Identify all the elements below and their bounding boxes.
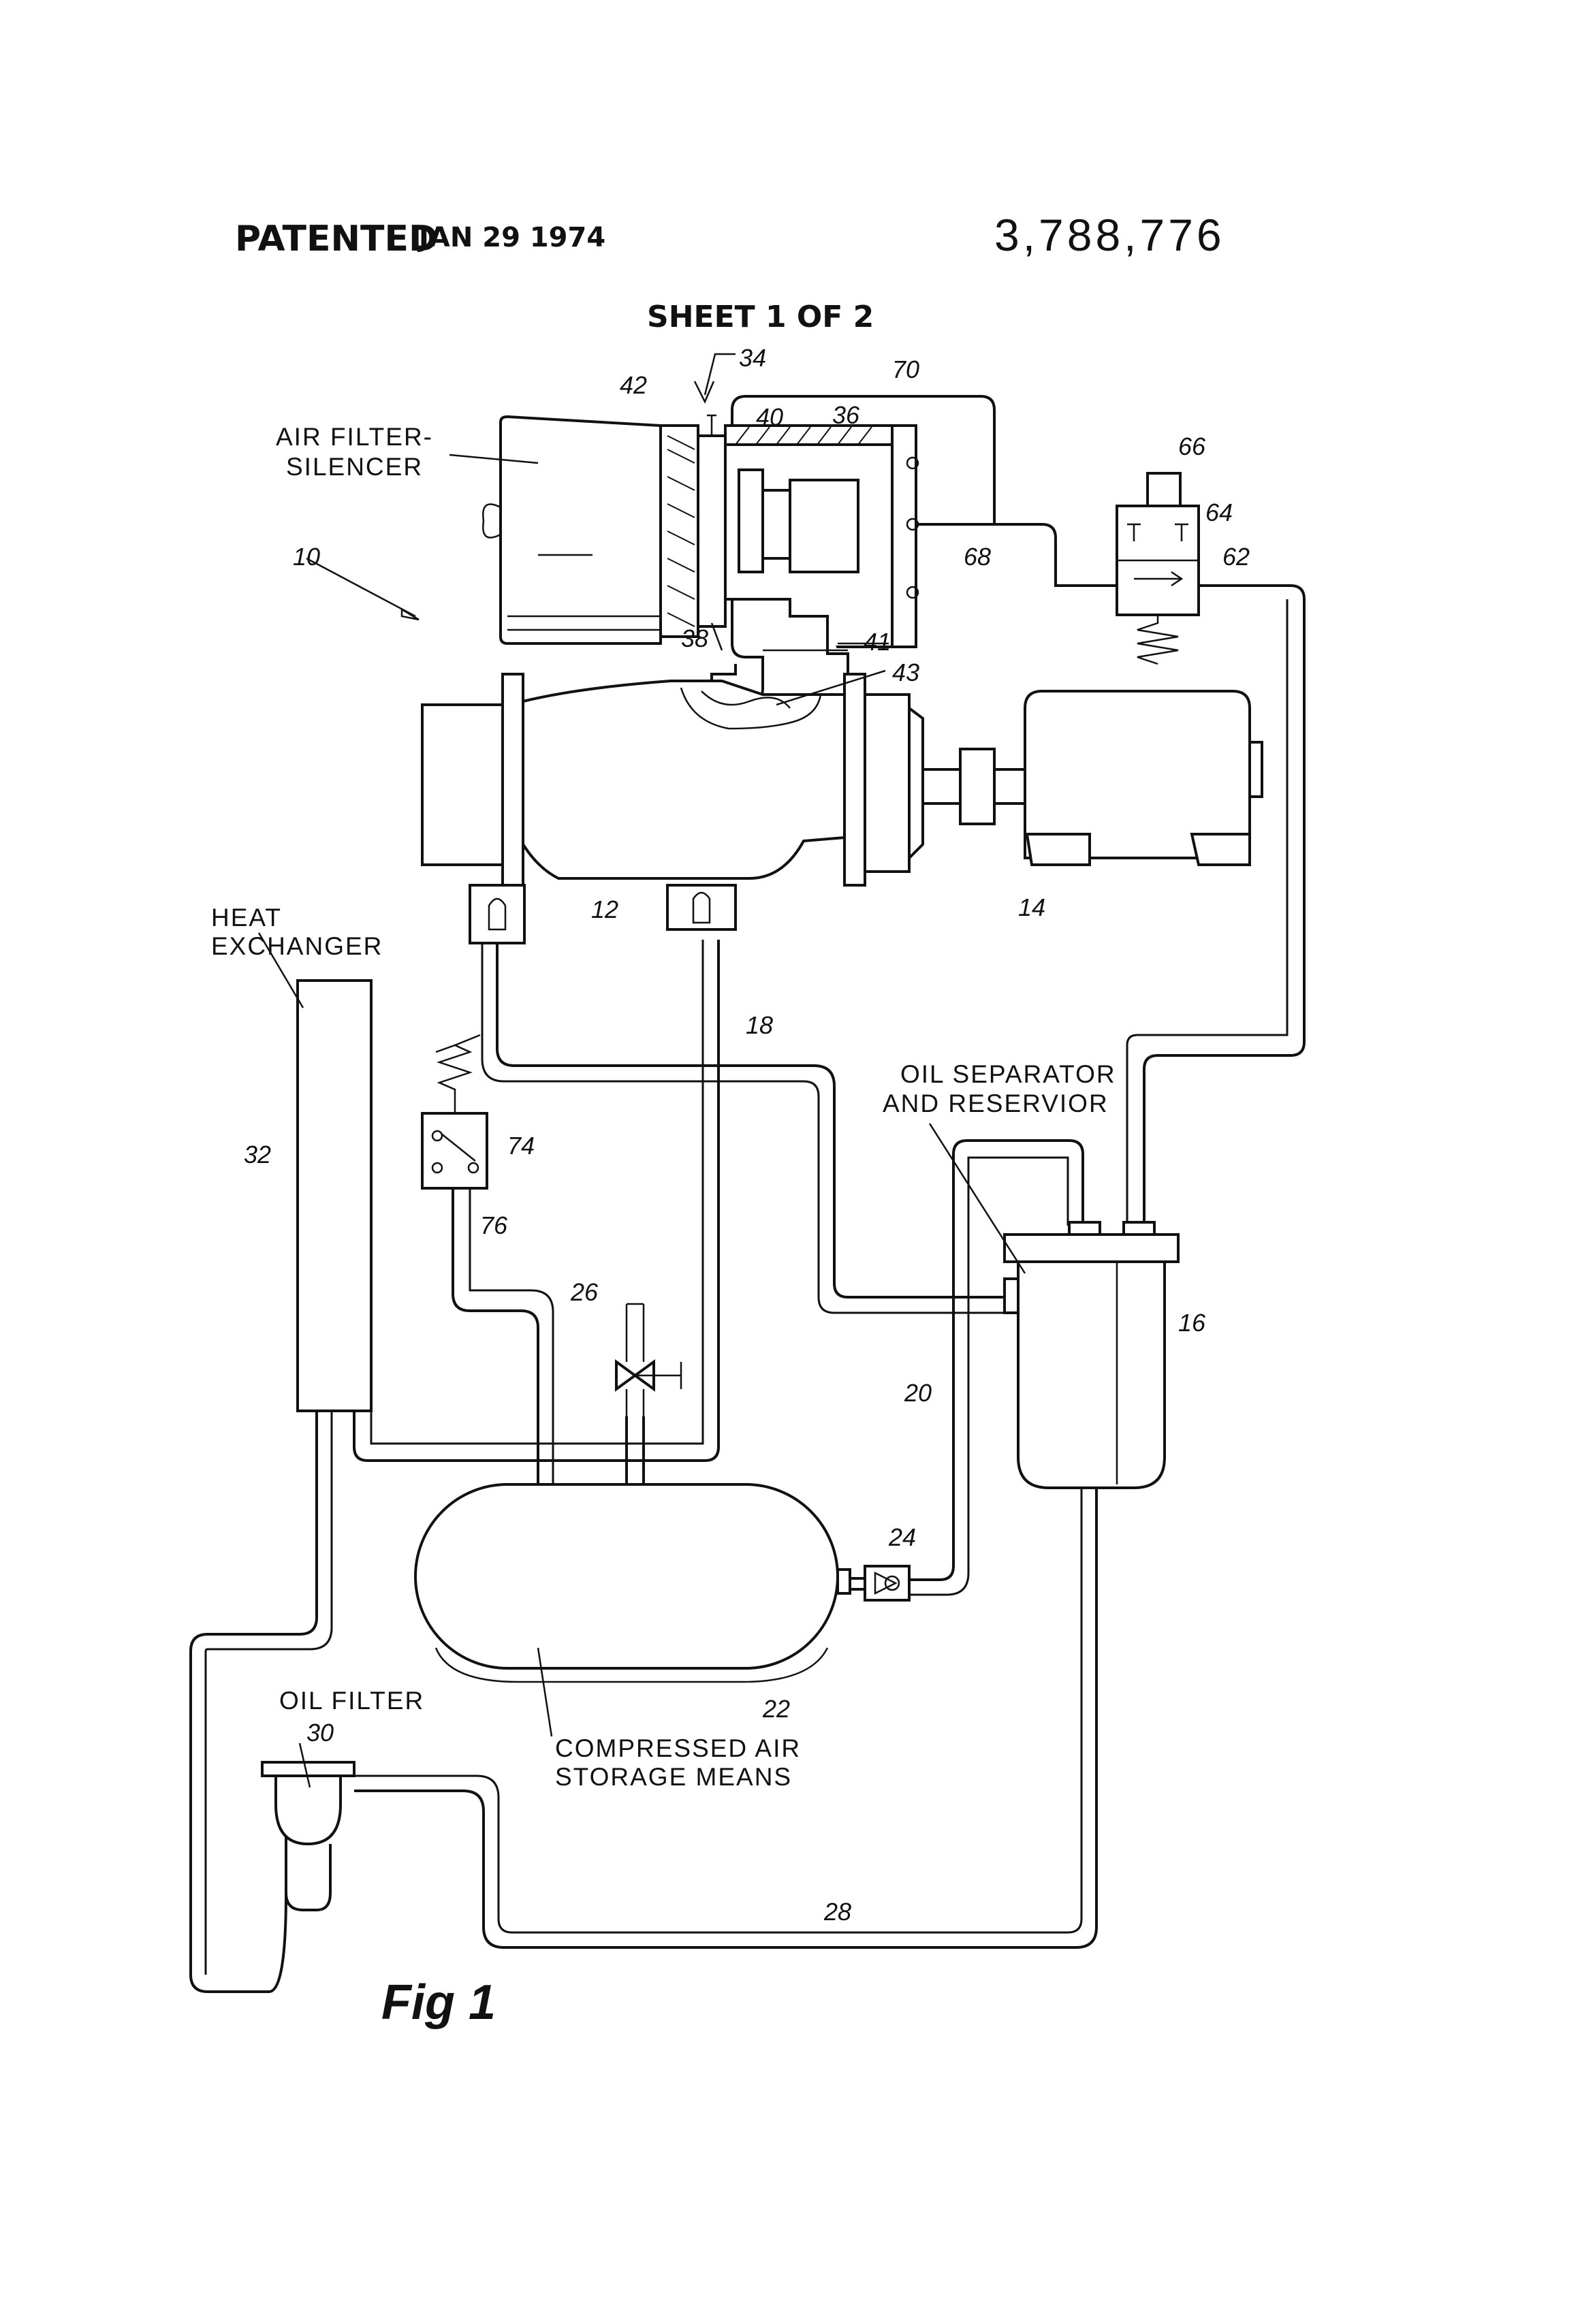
- line-18: [496, 940, 1011, 1299]
- piping: [189, 395, 1306, 1993]
- ref-68: 68: [964, 543, 991, 571]
- text-labels: AIR FILTER- SILENCER HEAT EXCHANGER OIL …: [211, 423, 1116, 1791]
- ref-14: 14: [1018, 893, 1045, 921]
- label-storage-1: COMPRESSED AIR: [555, 1734, 801, 1762]
- reference-numerals: 10 12 14 16 18 20 22 24 26 28 30 32 34 3…: [244, 344, 1250, 1926]
- air-filter-silencer: [449, 415, 662, 645]
- ref-30: 30: [306, 1719, 334, 1747]
- line-26-riser: [625, 1416, 645, 1484]
- leader-34: [704, 353, 736, 396]
- ref-18: 18: [746, 1011, 773, 1039]
- label-oil-separator-1: OIL SEPARATOR: [900, 1060, 1116, 1088]
- ref-64: 64: [1205, 498, 1233, 526]
- line-18-inner: [481, 940, 1011, 1314]
- oil-separator-reservoir: [928, 1123, 1180, 1489]
- line-heat-exchanger-return: [353, 940, 720, 1462]
- oil-filter: [261, 1742, 356, 1846]
- line-28-inner: [354, 1488, 1083, 1934]
- ref-74: 74: [507, 1132, 535, 1160]
- line-68: [916, 523, 1117, 587]
- line-28: [354, 1488, 1098, 1949]
- ref-32: 32: [244, 1141, 271, 1168]
- label-heat-exchanger-1: HEAT: [211, 904, 282, 932]
- compressor: [421, 673, 924, 944]
- ref-41: 41: [864, 628, 891, 656]
- line-76: [452, 1188, 539, 1484]
- heat-exchanger: [257, 932, 373, 1412]
- line-heat-exchanger-supply-inner: [204, 1410, 333, 1975]
- ref-66: 66: [1178, 432, 1206, 460]
- line-70: [731, 395, 996, 524]
- label-oil-separator-2: AND RESERVIOR: [883, 1089, 1109, 1117]
- ref-76: 76: [480, 1211, 508, 1239]
- ref-43: 43: [892, 658, 919, 686]
- arrow-34: [693, 381, 715, 404]
- ref-70: 70: [892, 355, 919, 383]
- figure-label: Fig 1: [381, 1975, 496, 2030]
- patented-label: PATENTED: [235, 219, 438, 259]
- label-air-filter-2: SILENCER: [286, 453, 423, 481]
- ref-16: 16: [1178, 1309, 1206, 1337]
- ref-36: 36: [832, 401, 860, 429]
- ref-26: 26: [570, 1278, 599, 1306]
- label-heat-exchanger-2: EXCHANGER: [211, 932, 383, 960]
- ref-12: 12: [591, 895, 618, 923]
- solenoid-valve: [1116, 472, 1200, 665]
- ref-40: 40: [756, 403, 783, 431]
- ref-42: 42: [620, 371, 647, 399]
- ref-20: 20: [904, 1379, 932, 1407]
- compressed-air-storage-tank: [414, 1483, 911, 1737]
- label-oil-filter: OIL FILTER: [279, 1687, 424, 1715]
- ref-28: 28: [823, 1898, 851, 1926]
- ref-22: 22: [762, 1695, 790, 1723]
- motor-and-coupling: [921, 690, 1263, 866]
- ref-38: 38: [681, 624, 708, 652]
- pressure-switch: [421, 1034, 488, 1190]
- line-76-inner: [469, 1188, 554, 1484]
- label-air-filter-1: AIR FILTER-: [276, 423, 433, 451]
- line-heat-exchanger-supply: [189, 1410, 318, 1993]
- line-62-inner: [1126, 599, 1289, 1226]
- patent-date: JAN 29 1974: [417, 222, 605, 253]
- line-20-inner: [909, 1156, 1069, 1596]
- leader-10: [306, 557, 416, 618]
- sheet-number: SHEET 1 OF 2: [647, 300, 874, 334]
- ref-10: 10: [293, 543, 320, 571]
- line-20: [909, 1139, 1084, 1581]
- ref-62: 62: [1222, 543, 1250, 571]
- arrow-10: [400, 607, 420, 621]
- leader-38: [710, 622, 723, 651]
- label-storage-2: STORAGE MEANS: [555, 1763, 792, 1791]
- leader-43: [776, 669, 886, 706]
- ref-24: 24: [888, 1523, 916, 1551]
- inlet-valve-assembly: [659, 414, 919, 710]
- ref-34: 34: [739, 344, 766, 372]
- drain-valve: [615, 1303, 682, 1416]
- patent-number: 3,788,776: [994, 210, 1225, 260]
- line-62: [1143, 584, 1306, 1226]
